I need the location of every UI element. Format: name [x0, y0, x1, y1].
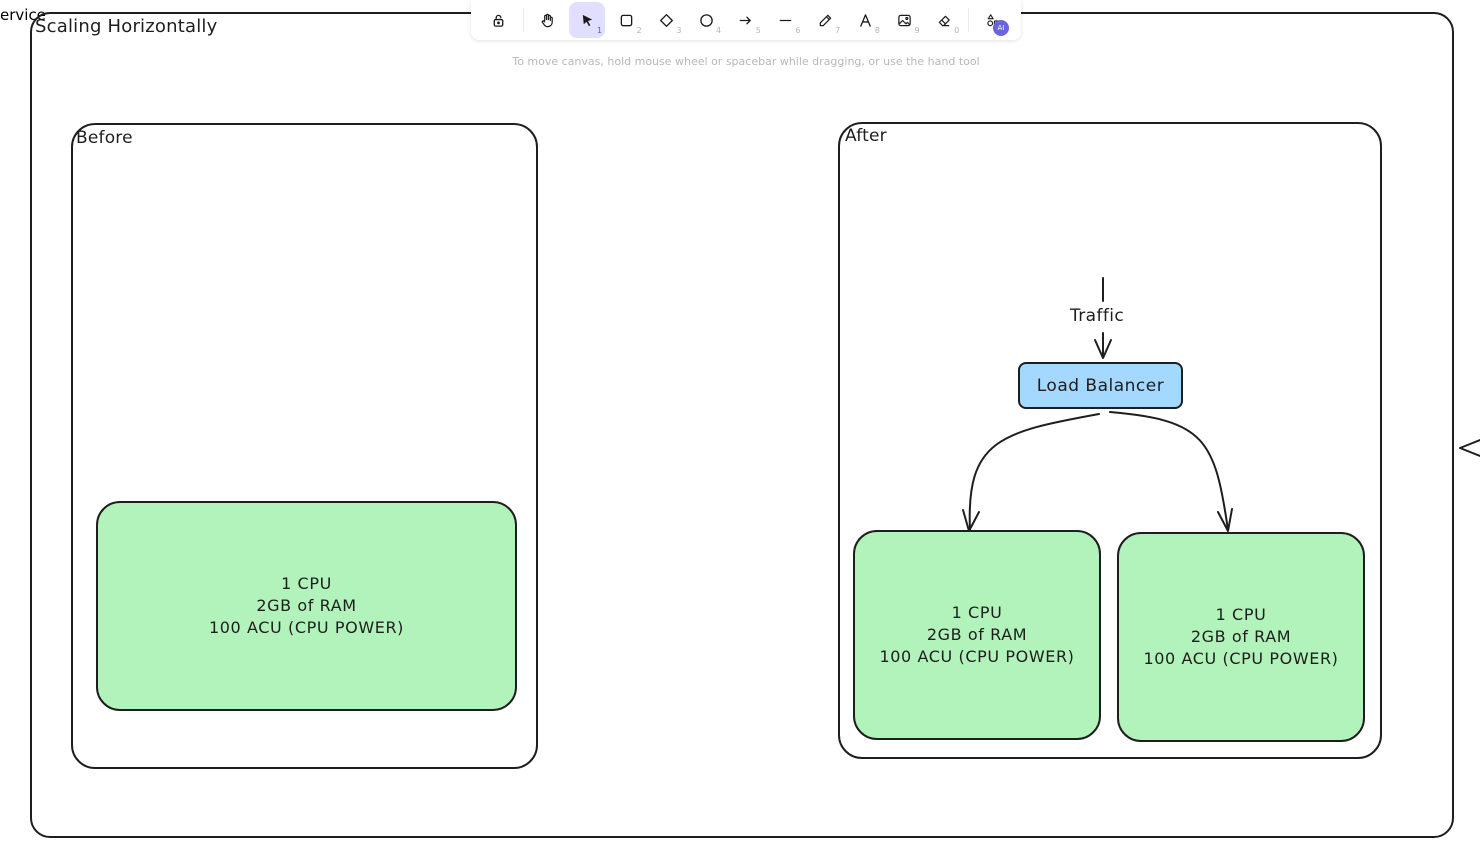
shapes-toolbar: 1 2 3 4 5 6 7	[471, 0, 1021, 40]
before-container[interactable]	[71, 123, 538, 769]
server-acu: 100 ACU (CPU POWER)	[208, 618, 405, 637]
tool-shortcut: 2	[636, 26, 642, 35]
eraser-icon	[938, 15, 950, 26]
after-server-2[interactable]: 1 CPU 2GB of RAM 100 ACU (CPU POWER)	[1117, 532, 1365, 742]
toolbar-separator	[968, 8, 970, 32]
ellipse-tool[interactable]: 4	[688, 2, 724, 38]
more-tools[interactable]: AI	[975, 2, 1011, 38]
image-icon	[898, 14, 911, 26]
diamond-icon	[660, 13, 674, 27]
rectangle-tool[interactable]: 2	[609, 2, 645, 38]
tool-shortcut: 7	[835, 26, 841, 35]
load-balancer[interactable]: Load Balancer	[1018, 362, 1183, 409]
arrow-icon	[740, 16, 752, 24]
text-icon	[859, 13, 871, 27]
tool-shortcut: 1	[596, 26, 603, 35]
diamond-tool[interactable]: 3	[649, 2, 685, 38]
before-label[interactable]: Before	[76, 128, 133, 148]
line-icon	[779, 19, 792, 21]
tool-shortcut: 9	[914, 26, 920, 35]
server-specs: 1 CPU 2GB of RAM 100 ACU (CPU POWER)	[209, 573, 404, 639]
server-specs: 1 CPU 2GB of RAM 100 ACU (CPU POWER)	[1143, 604, 1338, 670]
traffic-label[interactable]: Traffic	[1070, 306, 1125, 326]
lock-icon	[493, 14, 504, 27]
server-cpu: 1 CPU	[951, 603, 1003, 622]
ai-badge: AI	[992, 20, 1009, 36]
draw-tool[interactable]: 7	[807, 2, 843, 38]
server-ram: 2GB of RAM	[256, 596, 357, 615]
server-cpu: 1 CPU	[1215, 605, 1267, 624]
tool-shortcut: 5	[755, 26, 761, 35]
lock-tool[interactable]	[481, 2, 517, 38]
hand-tool[interactable]	[530, 2, 566, 38]
canvas-hint: To move canvas, hold mouse wheel or spac…	[512, 55, 980, 68]
ellipse-icon	[699, 13, 713, 27]
tool-shortcut: 4	[716, 26, 722, 35]
tool-shortcut: 0	[954, 26, 960, 35]
tool-shortcut: 3	[676, 26, 682, 35]
frame-title[interactable]: Scaling Horizontally	[35, 16, 218, 37]
after-container[interactable]	[838, 122, 1382, 759]
pointer-icon	[582, 14, 592, 26]
rectangle-icon	[621, 14, 633, 26]
tool-shortcut: 8	[874, 26, 880, 35]
line-tool[interactable]: 6	[768, 2, 804, 38]
tool-shortcut: 6	[795, 26, 801, 35]
server-ram: 2GB of RAM	[1190, 627, 1292, 646]
pencil-icon	[819, 14, 832, 26]
server-acu: 100 ACU (CPU POWER)	[1143, 649, 1339, 668]
arrow-tool[interactable]: 5	[728, 2, 764, 38]
before-server[interactable]: 1 CPU 2GB of RAM 100 ACU (CPU POWER)	[96, 501, 517, 711]
server-cpu: 1 CPU	[281, 574, 332, 593]
offscreen-arrowhead	[1459, 439, 1480, 457]
toolbar-separator	[522, 8, 524, 32]
server-specs: 1 CPU 2GB of RAM 100 ACU (CPU POWER)	[879, 602, 1074, 668]
after-label[interactable]: After	[845, 126, 887, 146]
selection-tool[interactable]: 1	[569, 2, 606, 38]
server-acu: 100 ACU (CPU POWER)	[879, 647, 1075, 666]
eraser-tool[interactable]: 0	[927, 2, 963, 38]
text-tool[interactable]: 8	[847, 2, 883, 38]
after-server-1[interactable]: 1 CPU 2GB of RAM 100 ACU (CPU POWER)	[853, 530, 1101, 740]
hand-icon	[541, 13, 553, 27]
server-ram: 2GB of RAM	[926, 625, 1028, 644]
image-tool[interactable]: 9	[887, 2, 923, 38]
